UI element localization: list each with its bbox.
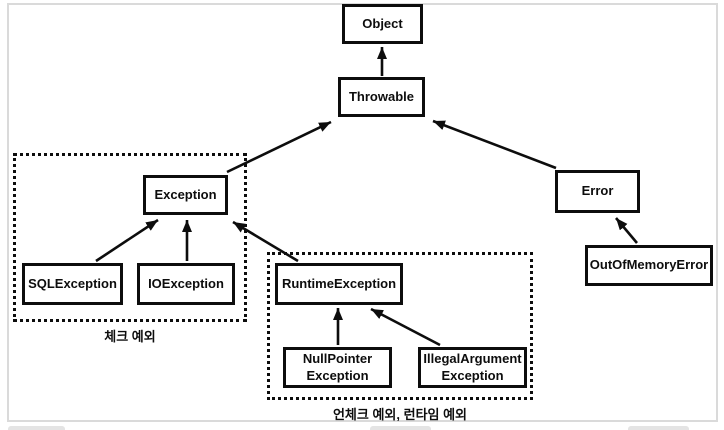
partial-bottom-element-left bbox=[8, 426, 65, 430]
node-exception: Exception bbox=[143, 175, 228, 215]
node-object: Object bbox=[342, 4, 423, 44]
node-outofmemoryerror: OutOfMemoryError bbox=[585, 245, 713, 286]
node-ioexception: IOException bbox=[137, 263, 235, 305]
node-sqlexception: SQLException bbox=[22, 263, 123, 305]
node-nullpointerexception: NullPointer Exception bbox=[283, 347, 392, 388]
node-runtimeexception: RuntimeException bbox=[275, 263, 403, 305]
partial-bottom-element-center bbox=[370, 426, 431, 430]
group-unchecked-exceptions bbox=[267, 252, 533, 400]
node-error: Error bbox=[555, 170, 640, 213]
caption-unchecked-exceptions: 언체크 예외, 런타임 예외 bbox=[332, 407, 468, 422]
caption-checked-exceptions: 체크 예외 bbox=[104, 329, 156, 344]
node-throwable: Throwable bbox=[338, 77, 425, 117]
node-illegalargumentexception: IllegalArgument Exception bbox=[418, 347, 527, 388]
partial-bottom-element-right bbox=[628, 426, 689, 430]
